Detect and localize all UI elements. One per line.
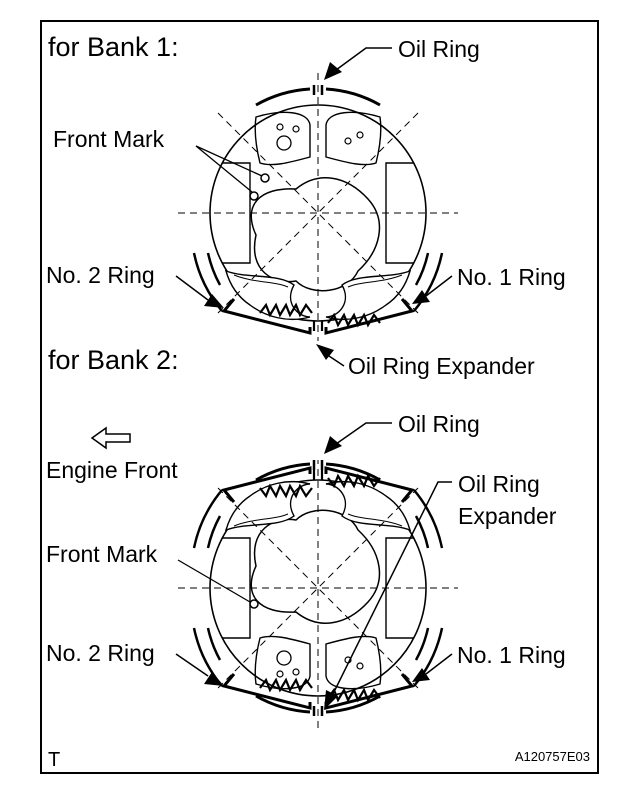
- bank2-no1-ring-leader: [425, 653, 453, 675]
- bank1-no1-ring-leader: [425, 275, 453, 297]
- bank1-no1-ring-arrowhead: [412, 290, 430, 304]
- engine-front-arrow-icon: [90, 426, 131, 450]
- bank2-piston: [176, 458, 460, 730]
- bank2-oil-ring-label: Oil Ring: [398, 411, 480, 437]
- bank1-no1-ring-label: No. 1 Ring: [457, 264, 566, 290]
- bank2-expander-label-line1: Oil Ring: [458, 471, 540, 497]
- bank2-expander-arrowhead: [324, 690, 338, 710]
- bank2-no2-ring-label: No. 2 Ring: [46, 640, 155, 666]
- bank2-section: for Bank 2: Engine Front Oil Ring Oil Ri…: [46, 345, 566, 730]
- bank1-front-mark-label: Front Mark: [53, 126, 165, 152]
- bank2-expander-leader: [329, 481, 452, 701]
- bank1-oil-ring-leader: [335, 47, 392, 71]
- bank1-section: for Bank 1: Oil Ring Front Mark No. 2 Ri…: [46, 32, 566, 379]
- bank1-no2-ring-leader: [175, 275, 209, 301]
- bank1-expander-arrowhead: [316, 344, 334, 360]
- bank1-oil-ring-label: Oil Ring: [398, 36, 480, 62]
- bank2-no2-ring-arrowhead: [204, 672, 224, 686]
- corner-mark: T: [48, 749, 60, 771]
- bank2-oil-ring-leader: [335, 422, 392, 445]
- bank1-no2-ring-label: No. 2 Ring: [46, 262, 155, 288]
- bank2-front-mark-leader: [177, 559, 251, 603]
- bank2-no2-ring-leader: [175, 653, 209, 677]
- bank1-front-mark-leader-a: [195, 145, 263, 177]
- bank1-front-mark-leader-b: [195, 145, 253, 193]
- bank1-front-mark-dot-b: [249, 191, 259, 201]
- bank2-expander-label-line2: Expander: [458, 503, 557, 529]
- bank1-oil-ring-expander-label: Oil Ring Expander: [348, 353, 535, 379]
- bank2-heading: for Bank 2:: [48, 345, 179, 375]
- bank1-front-mark-dot-a: [260, 173, 270, 183]
- bank1-oil-ring-arrowhead: [324, 62, 342, 80]
- bank2-no1-ring-label: No. 1 Ring: [457, 642, 566, 668]
- figure-code: A120757E03: [515, 749, 590, 764]
- bank1-heading: for Bank 1:: [48, 32, 179, 62]
- bank2-front-mark-label: Front Mark: [46, 541, 158, 567]
- bank2-oil-ring-arrowhead: [324, 436, 342, 454]
- engine-front-label: Engine Front: [46, 457, 178, 483]
- outer-border: [40, 20, 599, 774]
- bank2-front-mark-dot: [249, 599, 259, 609]
- bank1-no2-ring-arrowhead: [204, 294, 224, 308]
- bank2-no1-ring-arrowhead: [412, 668, 430, 682]
